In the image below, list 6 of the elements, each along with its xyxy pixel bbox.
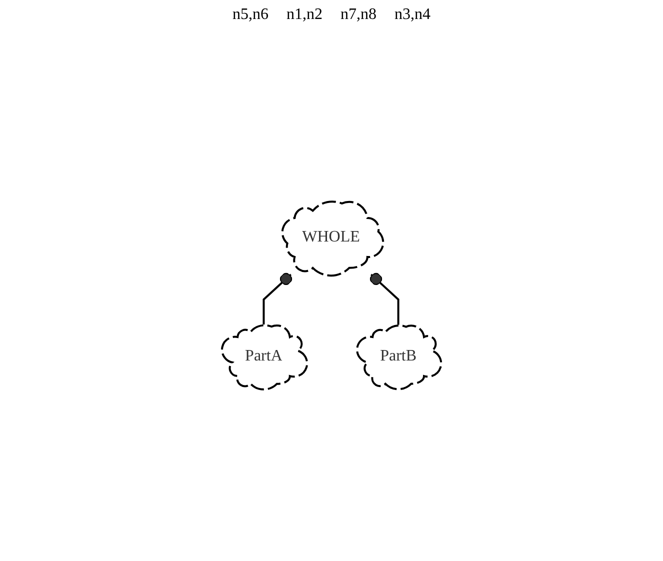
end-label: n1,n2 [286,6,322,24]
connector [370,272,400,325]
end-label: n3,n4 [394,6,430,24]
end-label: n5,n6 [232,6,268,24]
end-label: n7,n8 [340,6,376,24]
connector [262,272,292,324]
